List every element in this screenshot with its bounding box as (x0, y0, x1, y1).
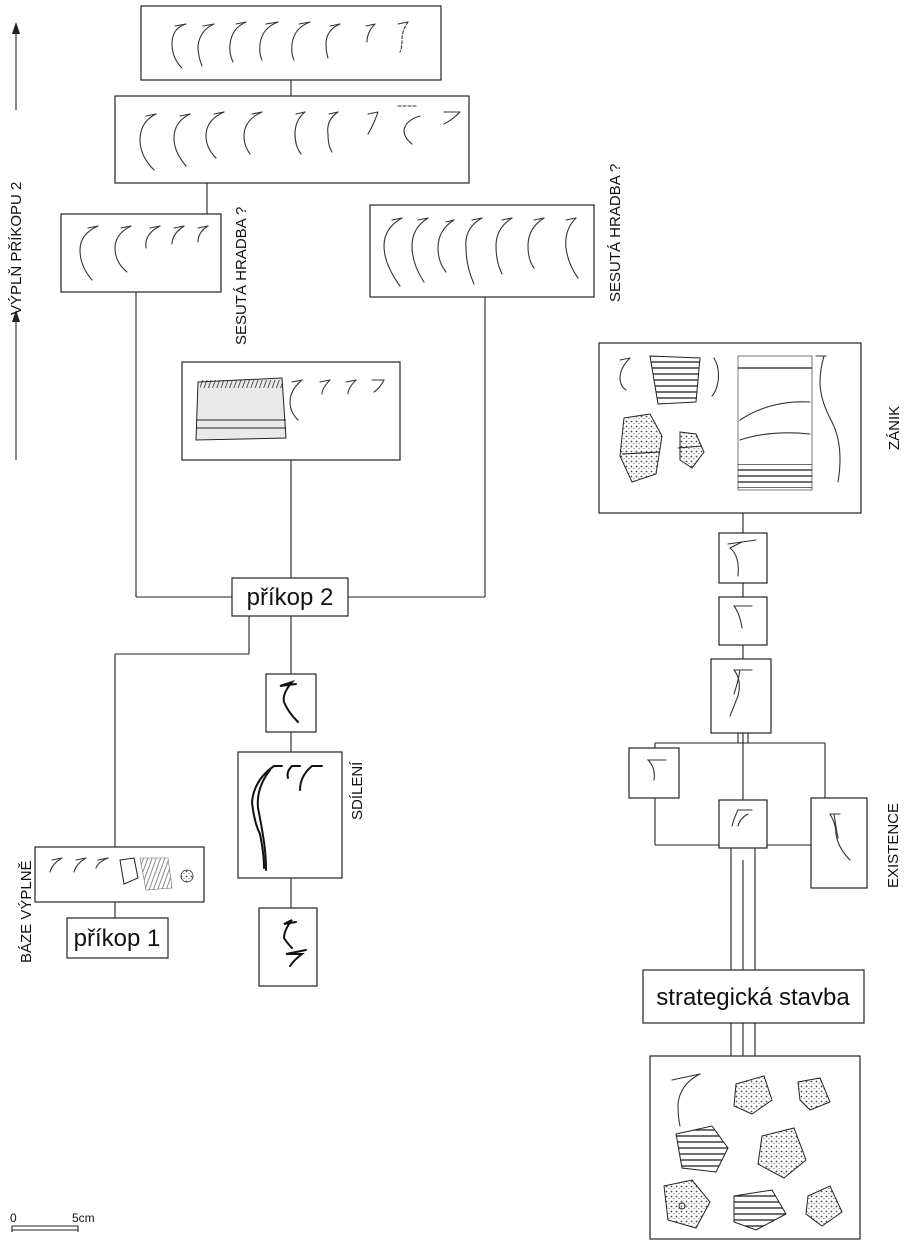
box-sesuta-left (60, 213, 222, 293)
box-sesuta-right (369, 204, 595, 298)
box-baze (34, 846, 205, 903)
box-zanik (598, 342, 862, 514)
scale-five: 5cm (72, 1211, 95, 1225)
node-strategicka (642, 969, 865, 1024)
box-bottom-shards (649, 1055, 861, 1240)
box-top-profiles (140, 5, 442, 81)
box-existence-mid (718, 799, 768, 849)
zanik-label: ZÁNIK (886, 406, 903, 450)
node-prikop1 (66, 917, 169, 959)
box-rim-shard (181, 361, 401, 461)
sesuta-right-label: SESUTÁ HRADBA ? (607, 164, 624, 302)
box-small-profile-1 (265, 673, 317, 733)
node-prikop1-label: příkop 1 (74, 925, 161, 952)
box-right-small-1 (718, 532, 768, 584)
sesuta-left-label: SESUTÁ HRADBA ? (233, 207, 250, 345)
node-prikop2-label: příkop 2 (247, 584, 334, 611)
connectors-right (654, 513, 826, 1056)
scale-bar (11, 1225, 79, 1232)
node-strategicka-label: strategická stavba (656, 984, 850, 1011)
box-existence-left (628, 747, 680, 799)
connectors-left (114, 80, 486, 918)
node-prikop2 (231, 577, 349, 617)
existence-label: EXISTENCE (885, 803, 902, 888)
box-right-small-2 (718, 596, 768, 646)
time-axis-arrow (12, 22, 20, 460)
scale-zero: 0 (10, 1211, 17, 1225)
vypln-label: VÝPLŇ PŘÍKOPU 2 (8, 182, 25, 315)
baze-label: BÁZE VÝPLNĚ (18, 860, 35, 963)
box-sdileni (237, 751, 343, 879)
box-small-profile-2 (258, 907, 318, 987)
box-second-profiles (114, 95, 470, 184)
box-right-small-3 (710, 658, 772, 734)
box-existence-right (810, 797, 868, 889)
sdileni-label: SDÍLENÍ (349, 761, 366, 820)
